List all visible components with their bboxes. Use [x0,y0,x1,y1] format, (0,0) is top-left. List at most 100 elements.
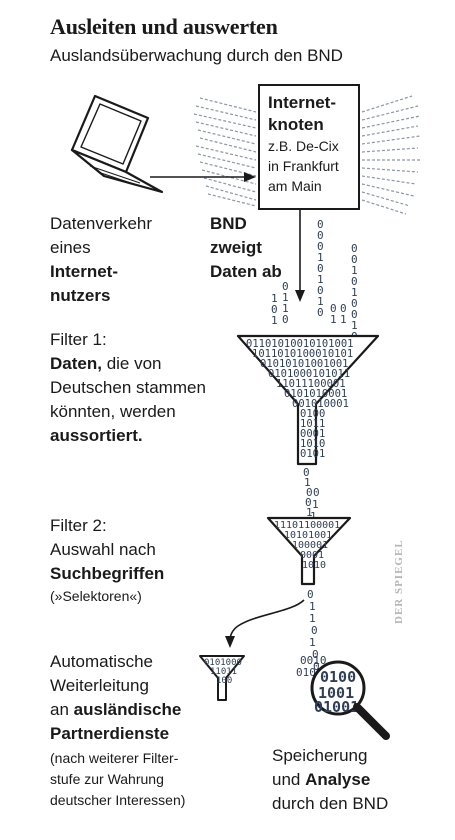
user-line3: Internet- [50,262,118,281]
node-title-line2: knoten [268,115,324,134]
signal-lines-left [193,97,257,207]
storage-line3: durch den BND [272,794,389,813]
filter1-line4: aussortiert. [50,426,143,445]
user-line2: eines [50,238,91,257]
node-sub-line2: in Frankfurt [268,158,339,174]
svg-text:11101100001: 11101100001 [274,520,340,531]
arrow-laptop-to-node [150,172,256,182]
forwarding-line2: Weiterleitung [50,676,149,695]
svg-text:0: 0 [306,486,313,499]
funnel-1: 01101010010101001 1011010100010101 01010… [236,334,380,466]
forwarding-line3-plain: an [50,700,74,719]
arrow-node-to-funnel [295,210,305,302]
svg-text:0101000101011: 0101000101011 [268,368,350,380]
forwarding-line4: Partnerdienste [50,724,170,743]
laptop-icon [70,94,164,194]
svg-text:001010001: 001010001 [292,398,349,410]
svg-text:1: 1 [312,498,319,511]
svg-text:0100: 0100 [300,408,325,420]
bnd-tap-label: BND zweigt Daten ab [210,212,282,284]
svg-text:1001: 1001 [318,684,354,702]
page-title: Ausleiten und auswerten [50,14,278,39]
svg-text:0010: 0010 [300,654,327,667]
bnd-tap-line1: BND [210,214,247,233]
forwarding-line1: Automatische [50,652,153,671]
page-subtitle: Auslandsüberwachung durch den BND [50,46,343,65]
svg-text:100: 100 [216,676,232,686]
svg-text:100001: 100001 [292,540,328,551]
bnd-tap-line3: Daten ab [210,262,282,281]
svg-text:1: 1 [304,476,311,489]
svg-text:1: 1 [306,506,313,519]
svg-text:0001: 0001 [300,428,325,440]
filter1-label: Filter 1: Daten, die von Deutschen stamm… [50,328,206,448]
svg-text:0: 0 [312,648,319,661]
svg-text:0001: 0001 [300,550,324,561]
credit-text: DER SPIEGEL [393,539,405,624]
svg-text:1011010100010101: 1011010100010101 [252,348,353,360]
svg-text:1: 1 [309,612,316,625]
signal-lines-right [361,95,421,215]
filter2-label: Filter 2: Auswahl nach Suchbegriffen (»S… [50,514,164,607]
funnel-2: 11101100001 10101001 100001 0001 1010 [266,516,352,586]
filter1-rest: die von [101,354,162,373]
svg-text:1: 1 [309,636,316,649]
internet-node-box: Internet- knoten z.B. De-Cix in Frankfur… [258,84,360,210]
svg-text:01101010010101001: 01101010010101001 [246,338,353,350]
node-title-line1: Internet- [268,93,336,112]
svg-text:0: 0 [313,660,320,673]
forwarding-note2: stufe zur Wahrung [50,771,164,787]
svg-text:0101000: 0101000 [204,658,242,668]
user-line1: Datenverkehr [50,214,153,233]
svg-text:0: 0 [305,496,312,509]
node-sub-line1: z.B. De-Cix [268,138,339,154]
svg-text:1010: 1010 [302,560,326,571]
filter1-bold-word: Daten, [50,354,102,373]
svg-text:11011: 11011 [210,667,237,677]
storage-line2-bold: Analyse [305,770,371,789]
svg-text:1: 1 [310,510,317,523]
filter2-heading: Filter 2: [50,516,107,535]
funnel-3: 0101000 11011 100 [199,655,245,701]
svg-text:0: 0 [311,624,318,637]
svg-text:1010: 1010 [300,438,325,450]
arrow-to-partner-services [225,599,305,648]
svg-text:0: 0 [313,486,320,499]
forwarding-note3: deutscher Interessen) [50,792,186,808]
svg-text:01010101001001: 01010101001001 [260,358,349,370]
svg-text:01001: 01001 [314,698,359,716]
forwarding-label: Automatische Weiterleitung an ausländisc… [50,650,185,811]
filter2-line3: Suchbegriffen [50,564,165,583]
user-line4: nutzers [50,286,111,305]
filter1-line2: Deutschen stammen [50,378,206,397]
storage-line1: Speicherung [272,746,368,765]
filter2-line4: (»Selektoren«) [50,588,142,604]
storage-line2-plain: und [272,770,306,789]
filter1-heading: Filter 1: [50,330,107,349]
node-sub-line3: am Main [268,178,322,194]
user-label: Datenverkehr eines Internet- nutzers [50,212,152,308]
magnifier-icon: 0100 1001 01001 [310,660,390,740]
storage-label: Speicherung und Analyse durch den BND [272,744,388,816]
storage-line2: und Analyse [272,768,388,792]
forwarding-note1: (nach weiterer Filter- [50,750,179,766]
forwarding-line3-bold: ausländische [73,700,182,719]
filter1-line1: Daten, die von [50,352,206,376]
svg-text:10101001: 10101001 [284,530,332,541]
svg-text:0: 0 [303,466,310,479]
svg-text:0: 0 [307,588,314,601]
credit-watermark: DER SPIEGEL [393,539,405,624]
svg-text:0101010001: 0101010001 [284,388,347,400]
svg-text:0100: 0100 [320,668,356,686]
bnd-tap-line2: zweigt [210,238,262,257]
svg-text:11011100001: 11011100001 [276,378,346,390]
forwarding-line3: an ausländische [50,698,185,722]
